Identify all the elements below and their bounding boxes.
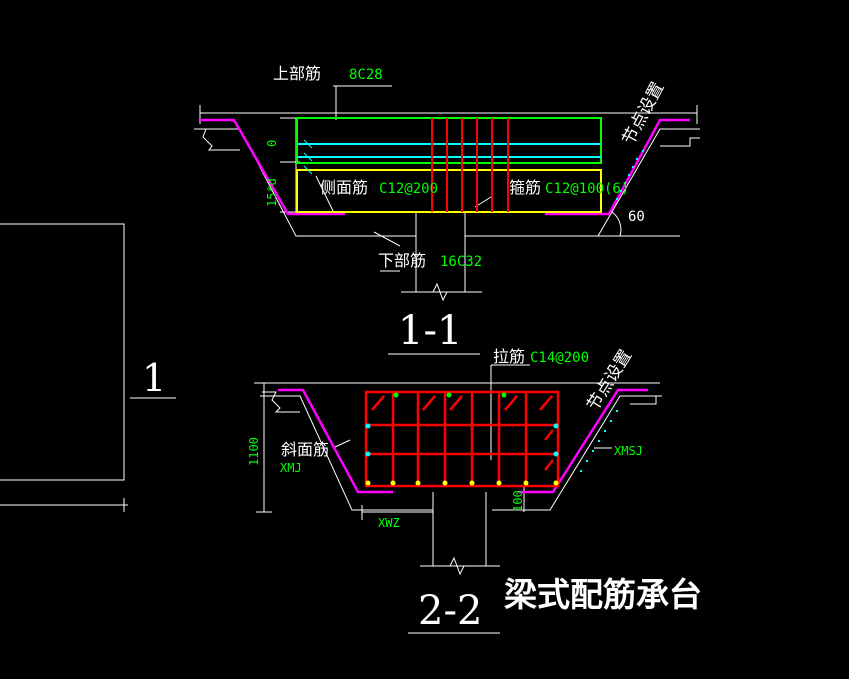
stirrup-value: C12@100(6) (545, 181, 629, 197)
side-bar-label: 侧面筋 (320, 178, 368, 197)
section-1-1-side-bars (297, 143, 601, 171)
section-1-1-node-dots (616, 150, 644, 200)
drawing-title: 梁式配筋承台 (504, 575, 702, 614)
top-bar-value: 8C28 (349, 67, 383, 83)
slope-bar-label: 斜面筋 (281, 440, 329, 459)
dim-zero: 0 (265, 140, 279, 147)
bottom-bar-label: 下部筋 (378, 251, 426, 270)
bottom-bar-value: 16C32 (440, 254, 482, 270)
dim-100: 100 (511, 490, 525, 512)
xmsj-label: XMSJ (614, 444, 643, 458)
dim-1100: 1100 (247, 437, 261, 466)
left-partial-outline (0, 223, 176, 512)
node-setting-label-1: 节点设置 (619, 79, 669, 148)
section-title-2-2: 2-2 (418, 588, 482, 634)
section-1-1-dim-marks (303, 139, 313, 175)
section-1-1-bottom-bar (296, 169, 602, 213)
section-title-1-1: 1-1 (398, 308, 462, 354)
dim-15d: 15*d (265, 178, 279, 207)
section-1-1-top-bar (296, 117, 602, 164)
section-1-1-slope-bars (200, 118, 690, 216)
angle-label: 60 (628, 209, 645, 225)
section-2-2-rebar-dots (365, 392, 559, 486)
tie-bar-value: C14@200 (530, 350, 589, 366)
xwz-label: XWZ (378, 516, 400, 530)
xmj-label: XMJ (280, 461, 302, 475)
top-bar-label: 上部筋 (273, 64, 321, 83)
left-section-marker: 1 (142, 356, 166, 400)
stirrup-label: 箍筋 (509, 178, 541, 197)
section-1-1-stirrups (431, 118, 509, 212)
section-2-2-reinforcement-cage (364, 390, 560, 488)
side-bar-value: C12@200 (379, 181, 438, 197)
section-2-2-slope-bars (278, 388, 648, 494)
section-2-2-node-dots (580, 410, 618, 472)
section-2-2-outline (254, 364, 662, 576)
tie-bar-label: 拉筋 (493, 347, 525, 366)
